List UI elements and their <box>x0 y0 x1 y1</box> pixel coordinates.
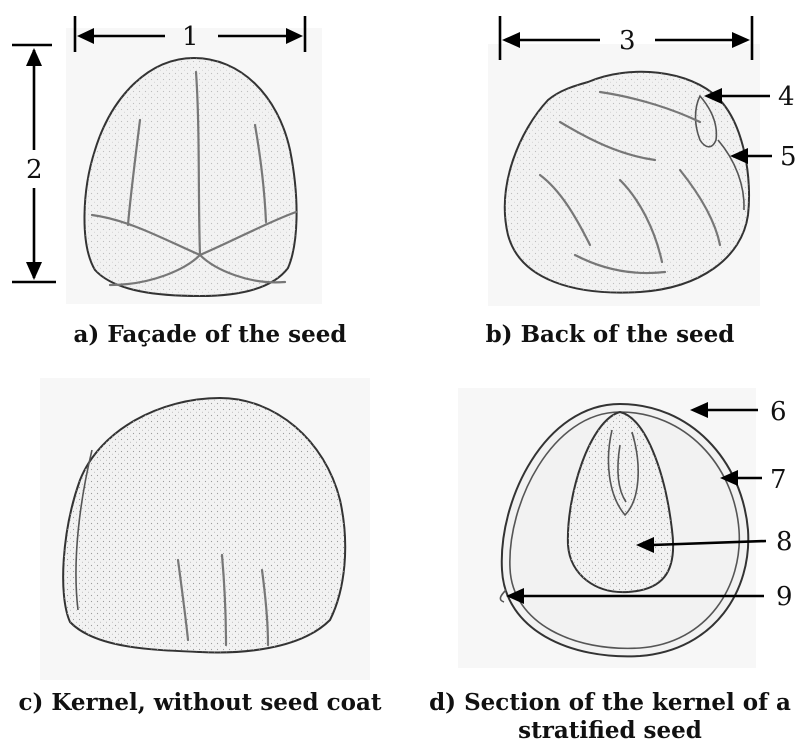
caption-c: c) Kernel, without seed coat <box>10 688 390 718</box>
label-2: 2 <box>26 155 43 185</box>
label-6: 6 <box>770 397 787 427</box>
panel-d-kernel-section <box>458 388 756 668</box>
caption-d-line1: d) Section of the kernel of a <box>420 688 800 718</box>
dimension-2: 2 <box>12 45 56 282</box>
panel-c-kernel <box>40 378 370 680</box>
label-4: 4 <box>778 82 795 112</box>
label-1: 1 <box>182 22 199 52</box>
caption-a: a) Façade of the seed <box>40 320 380 350</box>
label-8: 8 <box>776 527 793 557</box>
label-9: 9 <box>776 582 793 612</box>
panel-a-seed-facade <box>66 28 322 304</box>
label-7: 7 <box>770 465 787 495</box>
label-5: 5 <box>780 142 797 172</box>
caption-d-line2: stratified seed <box>420 716 800 746</box>
label-3: 3 <box>619 26 636 56</box>
caption-b: b) Back of the seed <box>460 320 760 350</box>
panel-b-seed-back <box>488 44 760 306</box>
